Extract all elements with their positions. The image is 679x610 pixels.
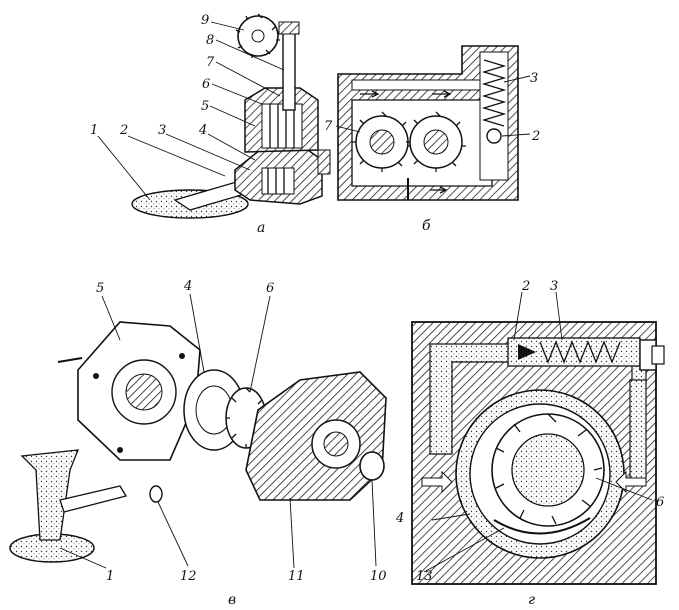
panel-g-caption: г (528, 592, 535, 608)
relief-ball (486, 128, 502, 144)
panel-a-callout: 2 (119, 123, 128, 138)
panel-g: 2 3 4 6 13 г (395, 279, 665, 608)
panel-v-callout: 5 (96, 281, 104, 296)
panel-a: 1 2 3 4 5 6 7 8 9 а (90, 13, 331, 236)
panel-a-callout: 6 (202, 77, 210, 92)
panel-v-callout: 12 (180, 569, 197, 584)
panel-b-callout: 7 (324, 119, 333, 134)
crescent (493, 517, 591, 535)
gasket-ring (149, 485, 163, 503)
panel-v-callout: 11 (288, 569, 305, 584)
panel-g-callout: 4 (395, 511, 404, 526)
panel-a-callout: 5 (201, 99, 209, 114)
gear-right (406, 111, 466, 172)
inner-rotor (491, 413, 605, 527)
panel-a-callout: 9 (201, 13, 209, 28)
panel-g-callout: 2 (521, 279, 530, 294)
panel-b: 3 2 7 б (324, 45, 540, 234)
panel-b-callout: 3 (530, 71, 538, 86)
pump-gear (261, 167, 295, 195)
panel-g-callout: 3 (550, 279, 558, 294)
panel-g-callout: 13 (416, 569, 433, 584)
panel-v: 5 4 6 1 12 11 10 в (9, 279, 387, 608)
panel-v-callout: 4 (183, 279, 192, 294)
panel-a-callout: 8 (206, 33, 214, 48)
panel-v-caption: в (228, 592, 236, 608)
panel-v-callout: 10 (370, 569, 387, 584)
drive-gear (235, 13, 280, 58)
panel-a-callout: 7 (206, 55, 215, 70)
relief-valve-spring (539, 340, 621, 364)
panel-a-callout: 1 (90, 123, 98, 138)
panel-b-caption: б (422, 218, 431, 234)
relief-spring (481, 59, 507, 127)
drive-shaft (282, 29, 296, 111)
panel-a-callout: 4 (198, 123, 207, 138)
panel-v-callout: 1 (106, 569, 114, 584)
panel-a-caption: а (257, 220, 265, 236)
seal-ring (359, 451, 385, 481)
panel-v-callout: 6 (266, 281, 274, 296)
panel-g-callout: 6 (656, 495, 664, 510)
panel-b-callout: 2 (531, 129, 540, 144)
panel-a-callout: 3 (158, 123, 166, 138)
